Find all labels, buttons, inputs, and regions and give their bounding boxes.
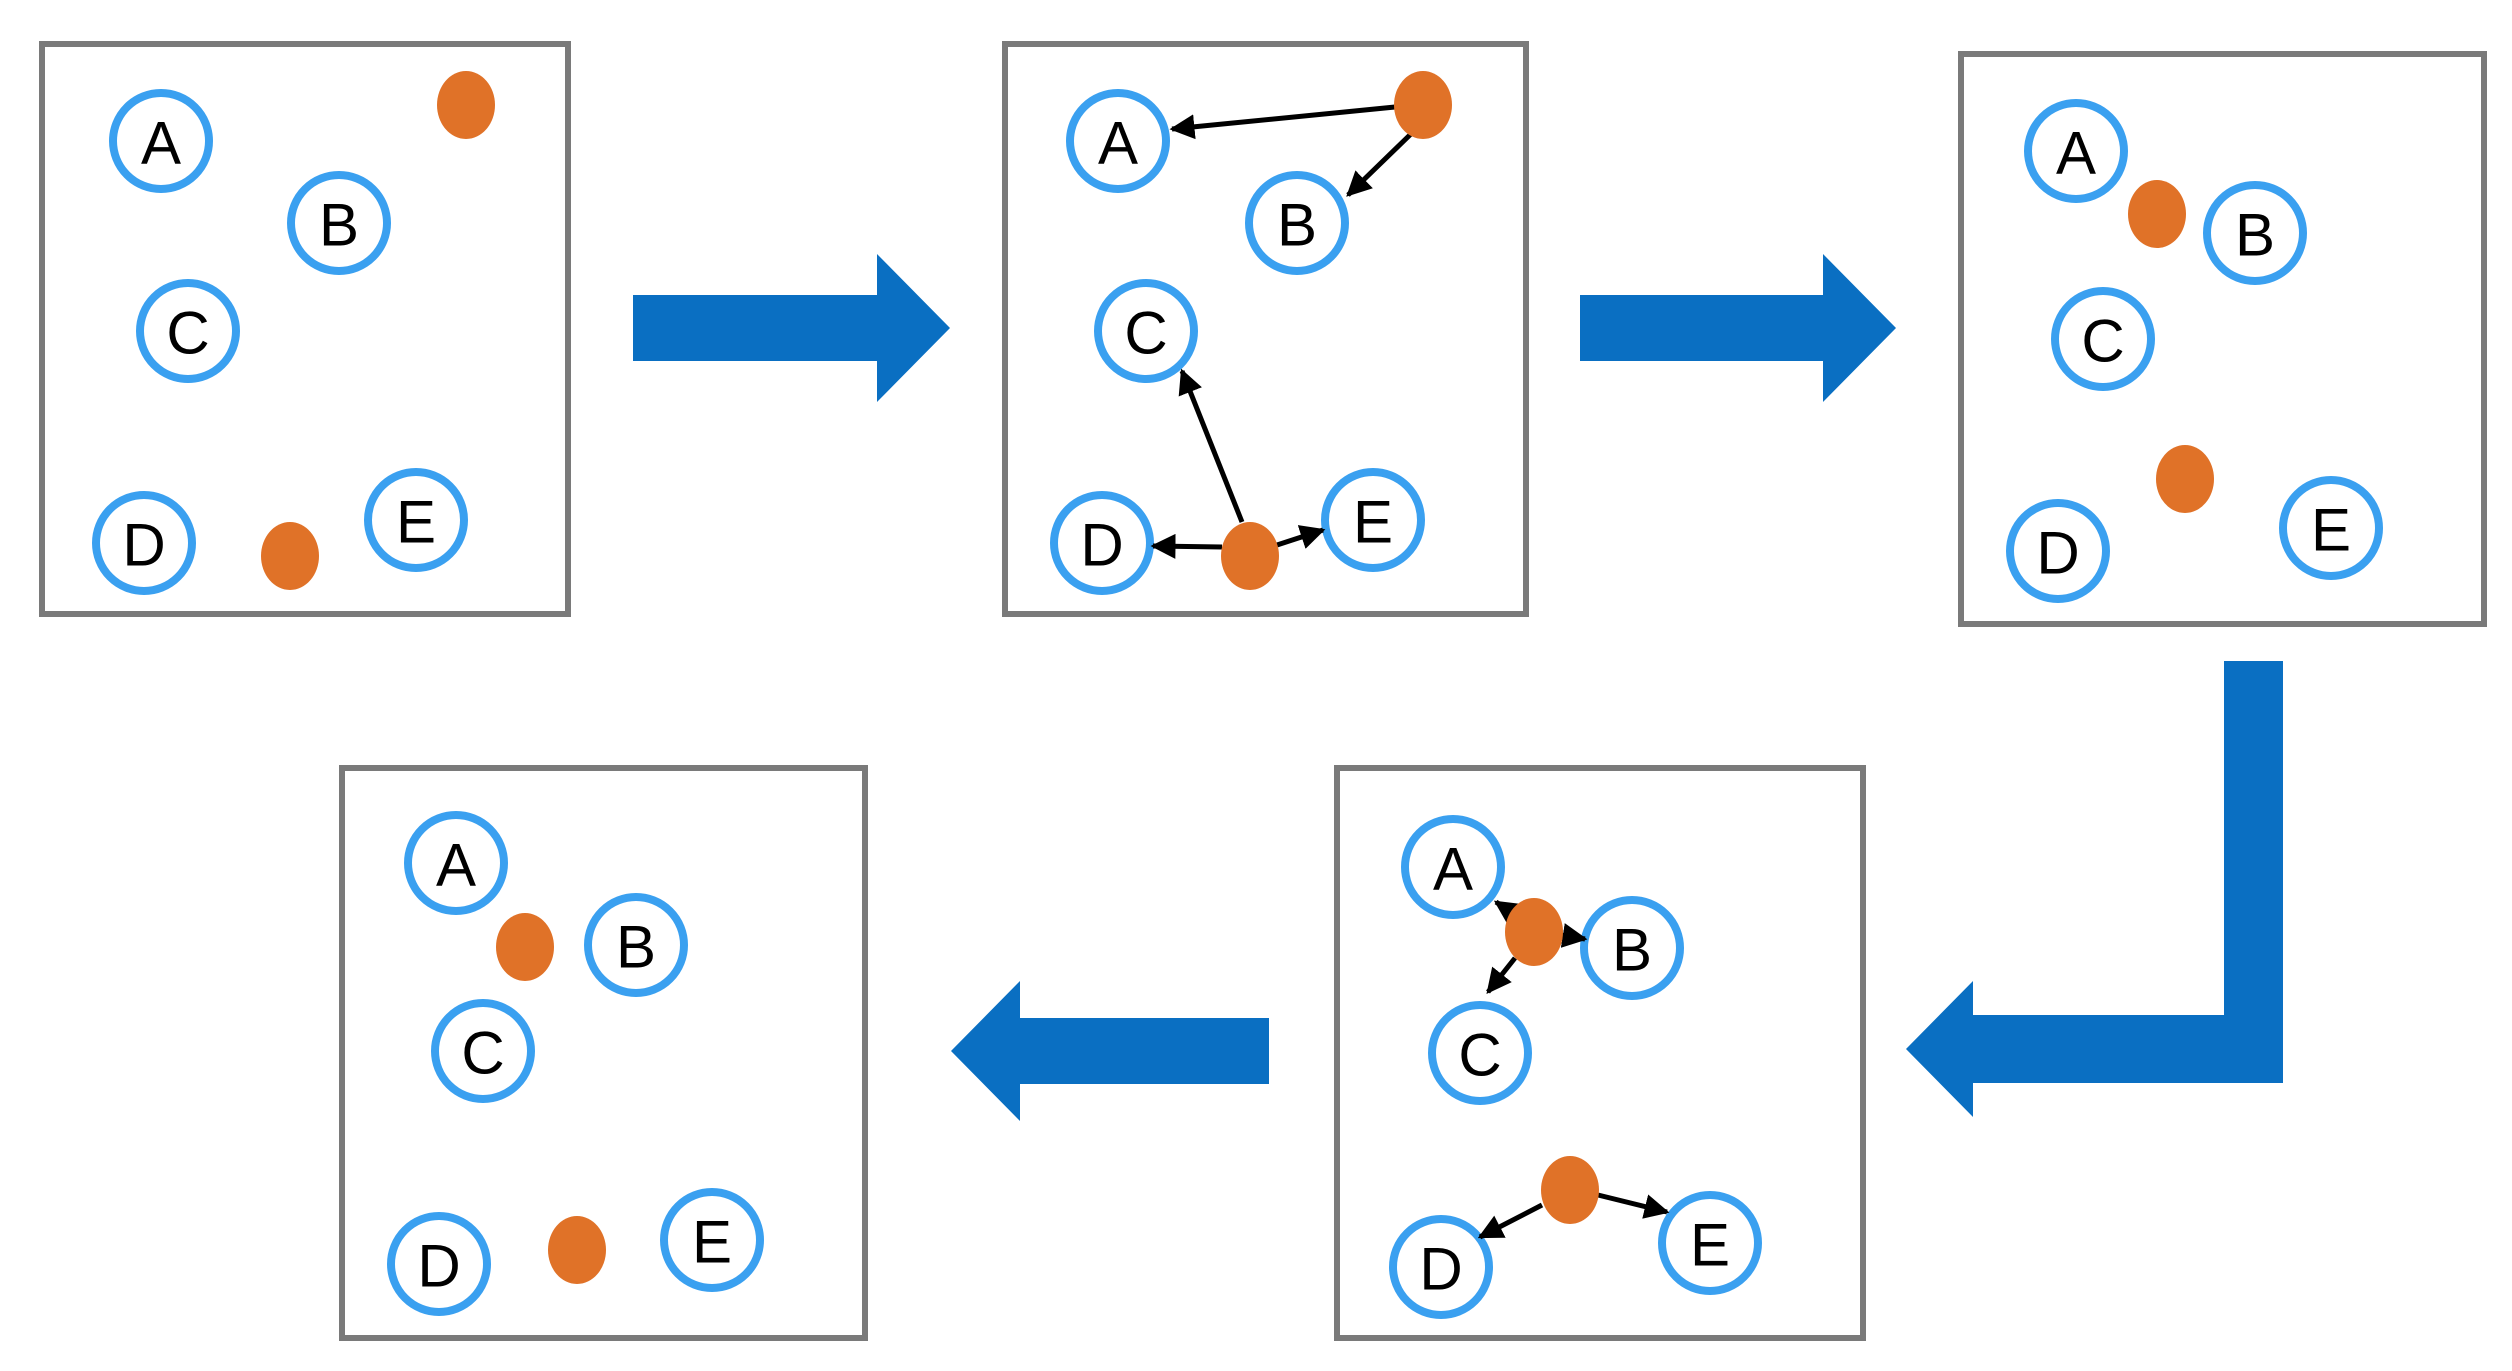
point-d-label: D: [1419, 1236, 1462, 1303]
centroid-1: [1505, 898, 1563, 966]
point-c: C: [1428, 1001, 1532, 1105]
point-c-label: C: [166, 300, 209, 367]
point-a-label: A: [2056, 120, 2096, 187]
centroid-2: [548, 1216, 606, 1284]
centroid-2: [261, 522, 319, 590]
centroid-1: [2128, 180, 2186, 248]
point-e-label: E: [2311, 497, 2351, 564]
assignment-edge-b: [1559, 923, 1588, 948]
point-d: D: [1050, 491, 1154, 595]
point-e: E: [2279, 476, 2383, 580]
step-2-panel: A B C D E: [1002, 41, 1529, 617]
point-b: B: [584, 893, 688, 997]
point-c: C: [431, 999, 535, 1103]
assignment-edge-c: [1178, 368, 1245, 523]
assignment-edge-d: [1477, 1202, 1544, 1240]
point-a: A: [1401, 815, 1505, 919]
step-1-panel: A B C D E: [39, 41, 571, 617]
point-d-label: D: [2036, 520, 2079, 587]
point-a: A: [2024, 99, 2128, 203]
flow-arrow-right-1: [633, 254, 950, 402]
point-d: D: [2006, 499, 2110, 603]
point-b: B: [1580, 896, 1684, 1000]
point-e: E: [660, 1188, 764, 1292]
assignment-edge-b: [1346, 128, 1417, 197]
centroid-1: [496, 913, 554, 981]
point-a-label: A: [436, 832, 476, 899]
centroid-1: [437, 71, 495, 139]
point-c: C: [2051, 287, 2155, 391]
point-d-label: D: [1080, 512, 1123, 579]
point-a: A: [1066, 89, 1170, 193]
point-b-label: B: [1612, 917, 1652, 984]
point-c-label: C: [1458, 1022, 1501, 1089]
flow-arrow-down-left: [1906, 661, 2283, 1117]
point-e: E: [1321, 468, 1425, 572]
point-b-label: B: [616, 914, 656, 981]
point-e-label: E: [396, 489, 436, 556]
step-3-panel: A B C D E: [1958, 51, 2487, 627]
assignment-edge-e: [1597, 1192, 1670, 1219]
point-a-label: A: [1433, 836, 1473, 903]
flow-arrow-right-2: [1580, 254, 1896, 402]
point-a-label: A: [1098, 110, 1138, 177]
flow-arrow-left: [951, 981, 1269, 1121]
point-b: B: [287, 171, 391, 275]
point-e-label: E: [1690, 1212, 1730, 1279]
point-e: E: [364, 468, 468, 572]
point-d: D: [1389, 1215, 1493, 1319]
point-e-label: E: [1353, 489, 1393, 556]
point-b: B: [1245, 171, 1349, 275]
centroid-2: [2156, 445, 2214, 513]
point-c-label: C: [2081, 308, 2124, 375]
centroid-2: [1221, 522, 1279, 590]
point-b-label: B: [319, 192, 359, 259]
assignment-edge-e: [1276, 525, 1326, 549]
point-e-label: E: [692, 1209, 732, 1276]
point-b-label: B: [1277, 192, 1317, 259]
point-d-label: D: [417, 1233, 460, 1300]
centroid-1: [1394, 71, 1452, 139]
point-c: C: [1094, 279, 1198, 383]
point-d: D: [387, 1212, 491, 1316]
point-d: D: [92, 491, 196, 595]
centroid-2: [1541, 1156, 1599, 1224]
point-a: A: [404, 811, 508, 915]
point-a: A: [109, 89, 213, 193]
assignment-edge-c: [1486, 956, 1517, 994]
assignment-edge-d: [1150, 533, 1223, 559]
point-d-label: D: [122, 512, 165, 579]
point-c-label: C: [461, 1020, 504, 1087]
point-b-label: B: [2235, 202, 2275, 269]
point-c-label: C: [1124, 300, 1167, 367]
step-4-panel: A B C D E: [1334, 765, 1866, 1341]
point-a-label: A: [141, 110, 181, 177]
point-e: E: [1658, 1191, 1762, 1295]
point-b: B: [2203, 181, 2307, 285]
assignment-edge-a: [1169, 104, 1396, 140]
point-c: C: [136, 279, 240, 383]
step-5-panel: A B C D E: [339, 765, 868, 1341]
